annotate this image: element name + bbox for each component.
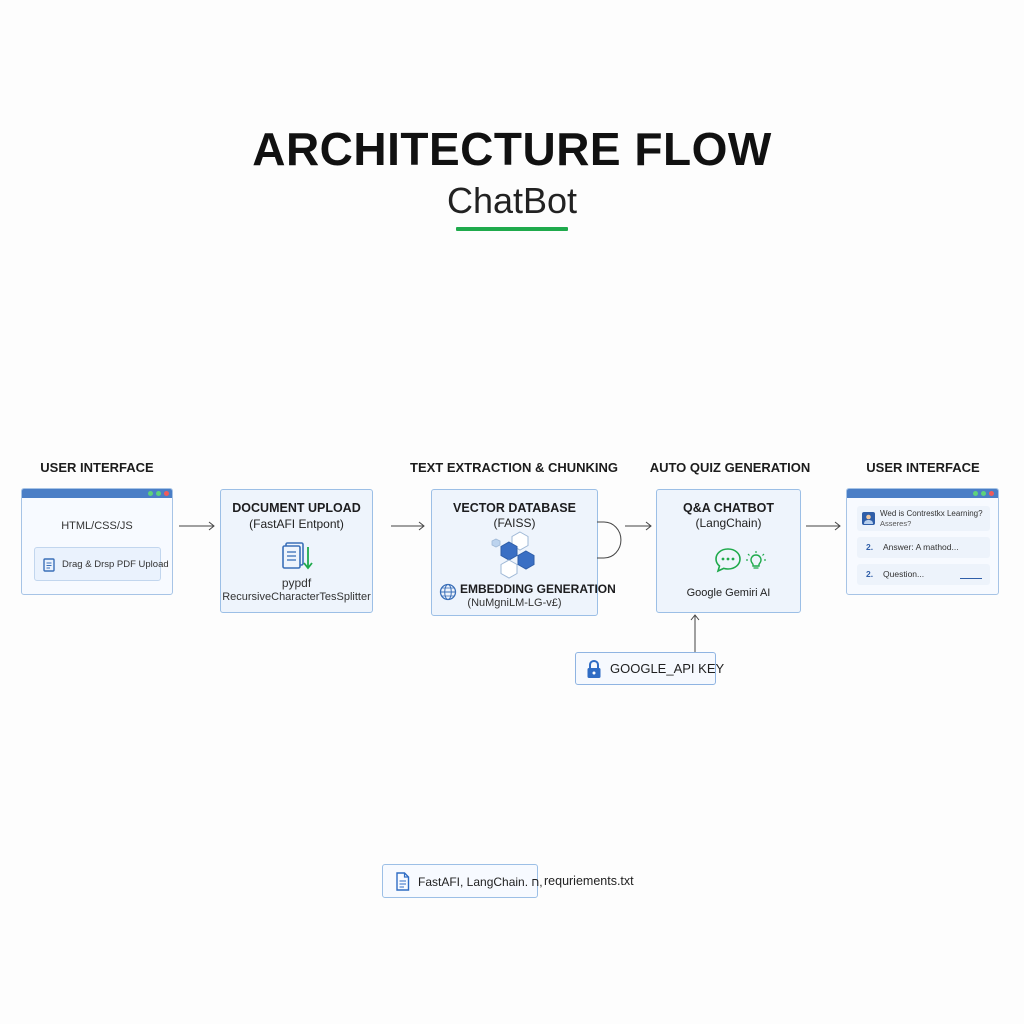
- chat-row-next-prefix: 2.: [866, 569, 874, 579]
- lock-icon: [585, 659, 603, 682]
- vector-db-title: VECTOR DATABASE: [453, 501, 576, 515]
- doc-upload-lib-pypdf: pypdf: [281, 576, 312, 590]
- chat-row-answer-text: Answer: A mathod...: [883, 542, 959, 552]
- globe-icon: [439, 583, 457, 606]
- chat-row-answer[interactable]: 2. Answer: A mathod...: [857, 537, 990, 558]
- arrow-key-to-chatbot: [690, 614, 700, 653]
- chat-row-question[interactable]: Wed is Contrestkx Learning? Asseres?: [857, 506, 990, 531]
- document-upload-card: DOCUMENT UPLOAD (FastAFI Entpont) pypdf …: [220, 489, 373, 613]
- chatbot-subtitle: (LangChain): [695, 516, 762, 530]
- label-text-extraction: TEXT EXTRACTION & CHUNKING: [410, 460, 618, 475]
- diagram-title: ARCHITECTURE FLOW: [252, 123, 772, 175]
- browser-bar: [847, 489, 998, 498]
- api-key-label: GOOGLE_API KEY: [610, 661, 725, 676]
- arrow-chatbot-to-ui: [806, 521, 841, 531]
- hexagon-cluster-icon: [490, 531, 540, 584]
- ui-left-card: HTML/CSS/JS Drag & Drsp PDF Upload: [21, 488, 173, 595]
- google-api-key-box: GOOGLE_API KEY: [575, 652, 724, 685]
- chatbot-provider: Google Gemiri AI: [686, 587, 771, 599]
- ui-tech-text: HTML/CSS/JS: [61, 520, 133, 532]
- arrow-upload-to-vector: [391, 521, 425, 531]
- input-underline: [960, 578, 982, 579]
- document-icon: [43, 558, 55, 575]
- title-underline: [456, 227, 568, 231]
- document-stack-icon: [281, 541, 317, 578]
- vector-db-subtitle: (FAISS): [493, 516, 536, 530]
- label-user-interface-left: USER INTERFACE: [40, 460, 154, 475]
- requirements-file-box: FastAFI, LangChain. ח,: [382, 864, 543, 898]
- chat-bubble-icon: [713, 547, 743, 578]
- doc-upload-title: DOCUMENT UPLOAD: [232, 501, 361, 515]
- chatbot-title: Q&A CHATBOT: [683, 501, 774, 515]
- vector-database-card: VECTOR DATABASE (FAISS) EMBEDDING GENERA…: [431, 489, 616, 616]
- doc-upload-subtitle: (FastAFI Entpont): [249, 517, 344, 531]
- diagram-subtitle: ChatBot: [446, 180, 578, 221]
- avatar-icon: [862, 512, 875, 527]
- chat-row-question-line2: Asseres?: [880, 519, 912, 528]
- chat-row-question-line1: Wed is Contrestkx Learning?: [880, 509, 983, 518]
- label-auto-quiz: AUTO QUIZ GENERATION: [649, 460, 811, 475]
- label-user-interface-right: USER INTERFACE: [866, 460, 980, 475]
- arrow-ui-to-upload: [179, 521, 215, 531]
- arrow-vector-to-chatbot: [625, 521, 652, 531]
- ui-right-card: Wed is Contrestkx Learning? Asseres? 2. …: [846, 488, 999, 595]
- doc-upload-lib-splitter: RecursiveCharacterTesSplitter: [222, 591, 371, 603]
- vector-loop-connector: [597, 521, 622, 559]
- requirements-filename: requriements.txt: [544, 874, 634, 888]
- chat-row-next-text: Question...: [883, 569, 925, 579]
- chat-row-answer-prefix: 2.: [866, 542, 874, 552]
- file-icon: [395, 872, 410, 894]
- embedding-title: EMBEDDING GENERATION: [460, 582, 616, 596]
- lightbulb-icon: [745, 550, 767, 577]
- pdf-upload-button[interactable]: Drag & Drsp PDF Upload: [34, 547, 169, 581]
- file-box-label: FastAFI, LangChain. ח,: [418, 875, 543, 889]
- upload-button-label: Drag & Drsp PDF Upload: [62, 559, 169, 570]
- embedding-model: (NuMgniLM-LG-v£): [467, 597, 562, 609]
- qa-chatbot-card: Q&A CHATBOT (LangChain) Google Gemiri AI: [656, 489, 801, 613]
- browser-bar: [22, 489, 172, 498]
- chat-row-next-question[interactable]: 2. Question...: [857, 564, 990, 585]
